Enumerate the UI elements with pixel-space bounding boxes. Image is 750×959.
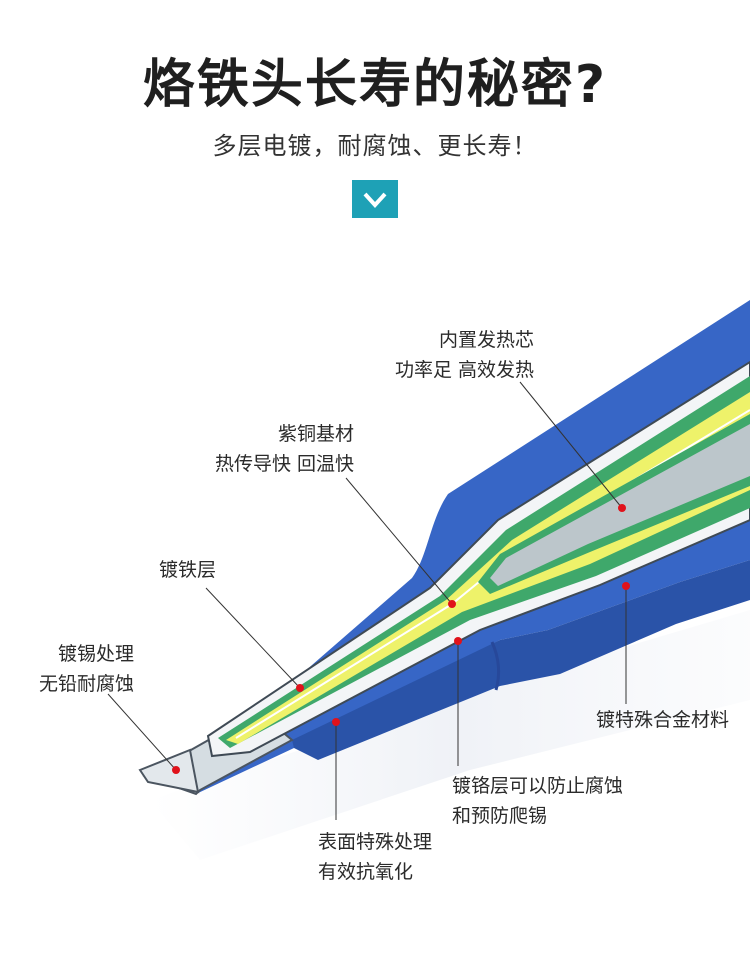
marker-tin bbox=[172, 766, 180, 774]
chevron-down-icon bbox=[363, 192, 387, 208]
marker-iron bbox=[296, 684, 304, 692]
marker-surface bbox=[332, 718, 340, 726]
outer-shell-shadow bbox=[292, 560, 750, 760]
shell-ridge bbox=[490, 641, 501, 691]
iron-layer bbox=[218, 376, 750, 748]
marker-chrome bbox=[454, 637, 462, 645]
label-heater-2: 功率足 高效发热 bbox=[395, 359, 534, 381]
label-alloy-1: 镀特殊合金材料 bbox=[596, 709, 729, 731]
leader-copper bbox=[345, 477, 453, 605]
copper-layer bbox=[226, 392, 750, 744]
tip-end bbox=[138, 748, 200, 794]
leader-heater bbox=[519, 381, 623, 509]
label-chrome-2: 和预防爬锡 bbox=[452, 805, 547, 827]
label-iron-1: 镀铁层 bbox=[159, 559, 216, 581]
page-subtitle: 多层电镀，耐腐蚀、更长寿！ bbox=[212, 132, 538, 160]
leader-iron bbox=[205, 587, 301, 689]
label-copper-2: 热传导快 回温快 bbox=[215, 453, 354, 475]
label-tin-2: 无铅耐腐蚀 bbox=[39, 673, 134, 695]
page-title: 烙铁头长寿的秘密? bbox=[142, 55, 608, 115]
leader-tin bbox=[107, 693, 177, 771]
scroll-down-button[interactable] bbox=[352, 180, 398, 218]
marker-alloy bbox=[622, 582, 630, 590]
label-surface-2: 有效抗氧化 bbox=[318, 861, 413, 883]
marker-heater bbox=[618, 504, 626, 512]
marker-copper bbox=[448, 600, 456, 608]
label-tin-1: 镀锡处理 bbox=[58, 643, 134, 665]
label-copper-1: 紫铜基材 bbox=[278, 423, 354, 445]
label-heater-1: 内置发热芯 bbox=[439, 329, 534, 351]
leader-lines bbox=[107, 381, 627, 820]
label-chrome-1: 镀铬层可以防止腐蚀 bbox=[452, 775, 623, 797]
outer-shell bbox=[145, 300, 750, 794]
label-surface-1: 表面特殊处理 bbox=[318, 831, 432, 853]
tip-shadow bbox=[150, 610, 750, 860]
markers bbox=[172, 504, 630, 774]
